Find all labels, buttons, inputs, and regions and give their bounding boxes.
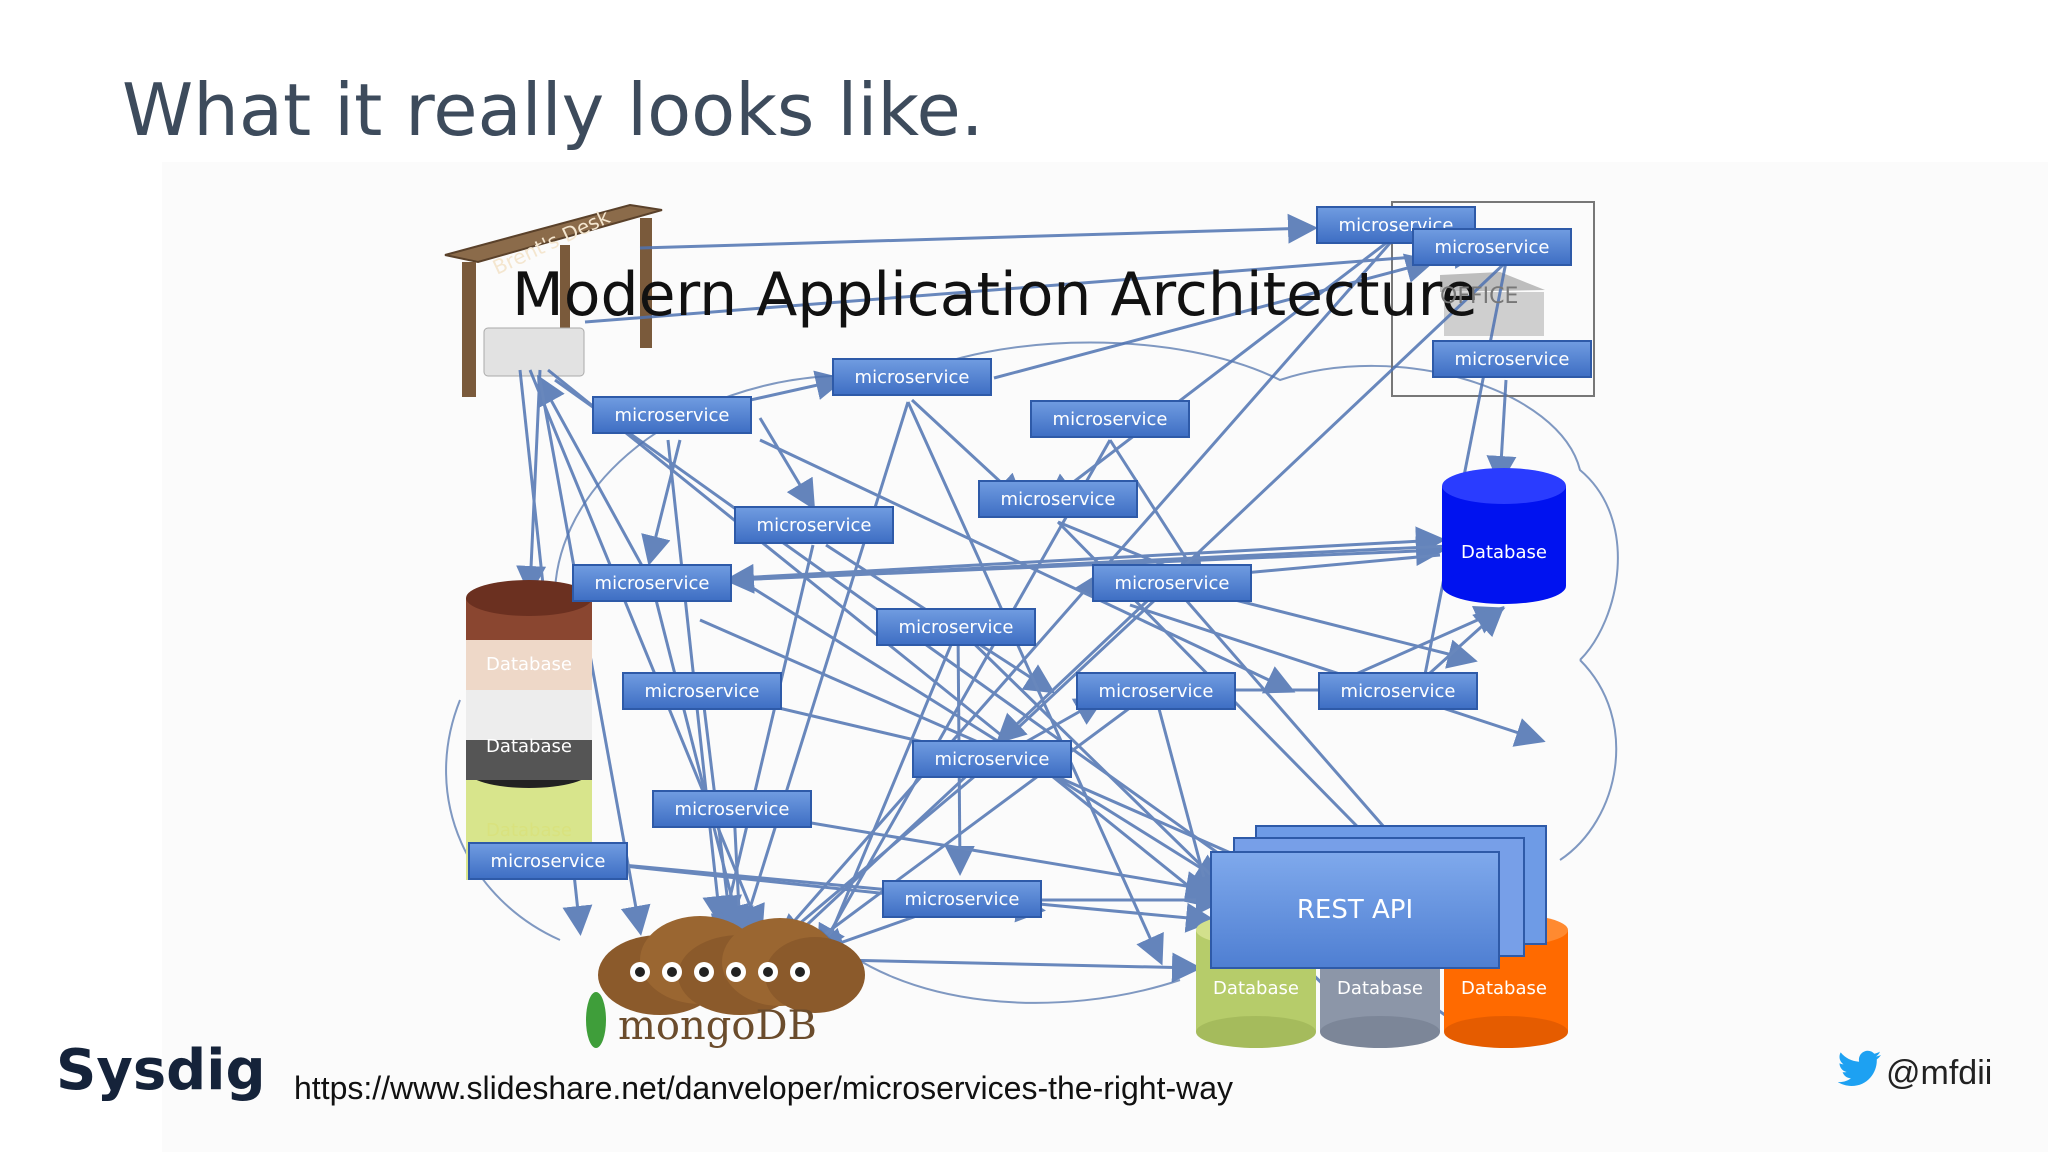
sysdig-logo: Sysdig bbox=[56, 1038, 266, 1103]
rest-api-box: REST API bbox=[1210, 851, 1500, 969]
microservice-node: microservice bbox=[592, 396, 752, 434]
microservice-node: microservice bbox=[1092, 564, 1252, 602]
microservice-node: microservice bbox=[1318, 672, 1478, 710]
microservice-node: microservice bbox=[1432, 340, 1592, 378]
microservice-node: microservice bbox=[882, 880, 1042, 918]
mongodb-logo: mongoDB bbox=[618, 1003, 817, 1049]
office-label: OFFICE bbox=[1440, 284, 1519, 309]
microservice-node: microservice bbox=[622, 672, 782, 710]
poop-emoji-cluster bbox=[586, 916, 865, 1048]
twitter-handle-text: @mfdii bbox=[1886, 1054, 1993, 1092]
microservice-node: microservice bbox=[876, 608, 1036, 646]
microservice-node: microservice bbox=[1412, 228, 1572, 266]
microservice-node: microservice bbox=[978, 480, 1138, 518]
microservice-node: microservice bbox=[1076, 672, 1236, 710]
desk-illustration bbox=[444, 203, 663, 397]
source-url: https://www.slideshare.net/danveloper/mi… bbox=[294, 1070, 1234, 1106]
microservice-node: microservice bbox=[572, 564, 732, 602]
database-label: Database bbox=[1337, 978, 1423, 999]
microservice-node: microservice bbox=[832, 358, 992, 396]
database-label: Database bbox=[1213, 978, 1299, 999]
database-label: Database bbox=[486, 654, 572, 675]
microservice-node: microservice bbox=[912, 740, 1072, 778]
architecture-title: Modern Application Architecture bbox=[512, 260, 1478, 330]
database-blue bbox=[1442, 468, 1566, 604]
database-label: Database bbox=[1461, 542, 1547, 563]
database-label: Database bbox=[486, 736, 572, 757]
twitter-handle: @mfdii bbox=[1837, 1050, 1993, 1097]
microservice-node: microservice bbox=[468, 842, 628, 880]
microservice-node: microservice bbox=[652, 790, 812, 828]
database-label: Database bbox=[486, 820, 572, 841]
slide-title: What it really looks like. bbox=[122, 68, 984, 152]
microservice-node: microservice bbox=[734, 506, 894, 544]
microservice-node: microservice bbox=[1030, 400, 1190, 438]
database-label: Database bbox=[1461, 978, 1547, 999]
twitter-bird-icon bbox=[1837, 1050, 1882, 1097]
